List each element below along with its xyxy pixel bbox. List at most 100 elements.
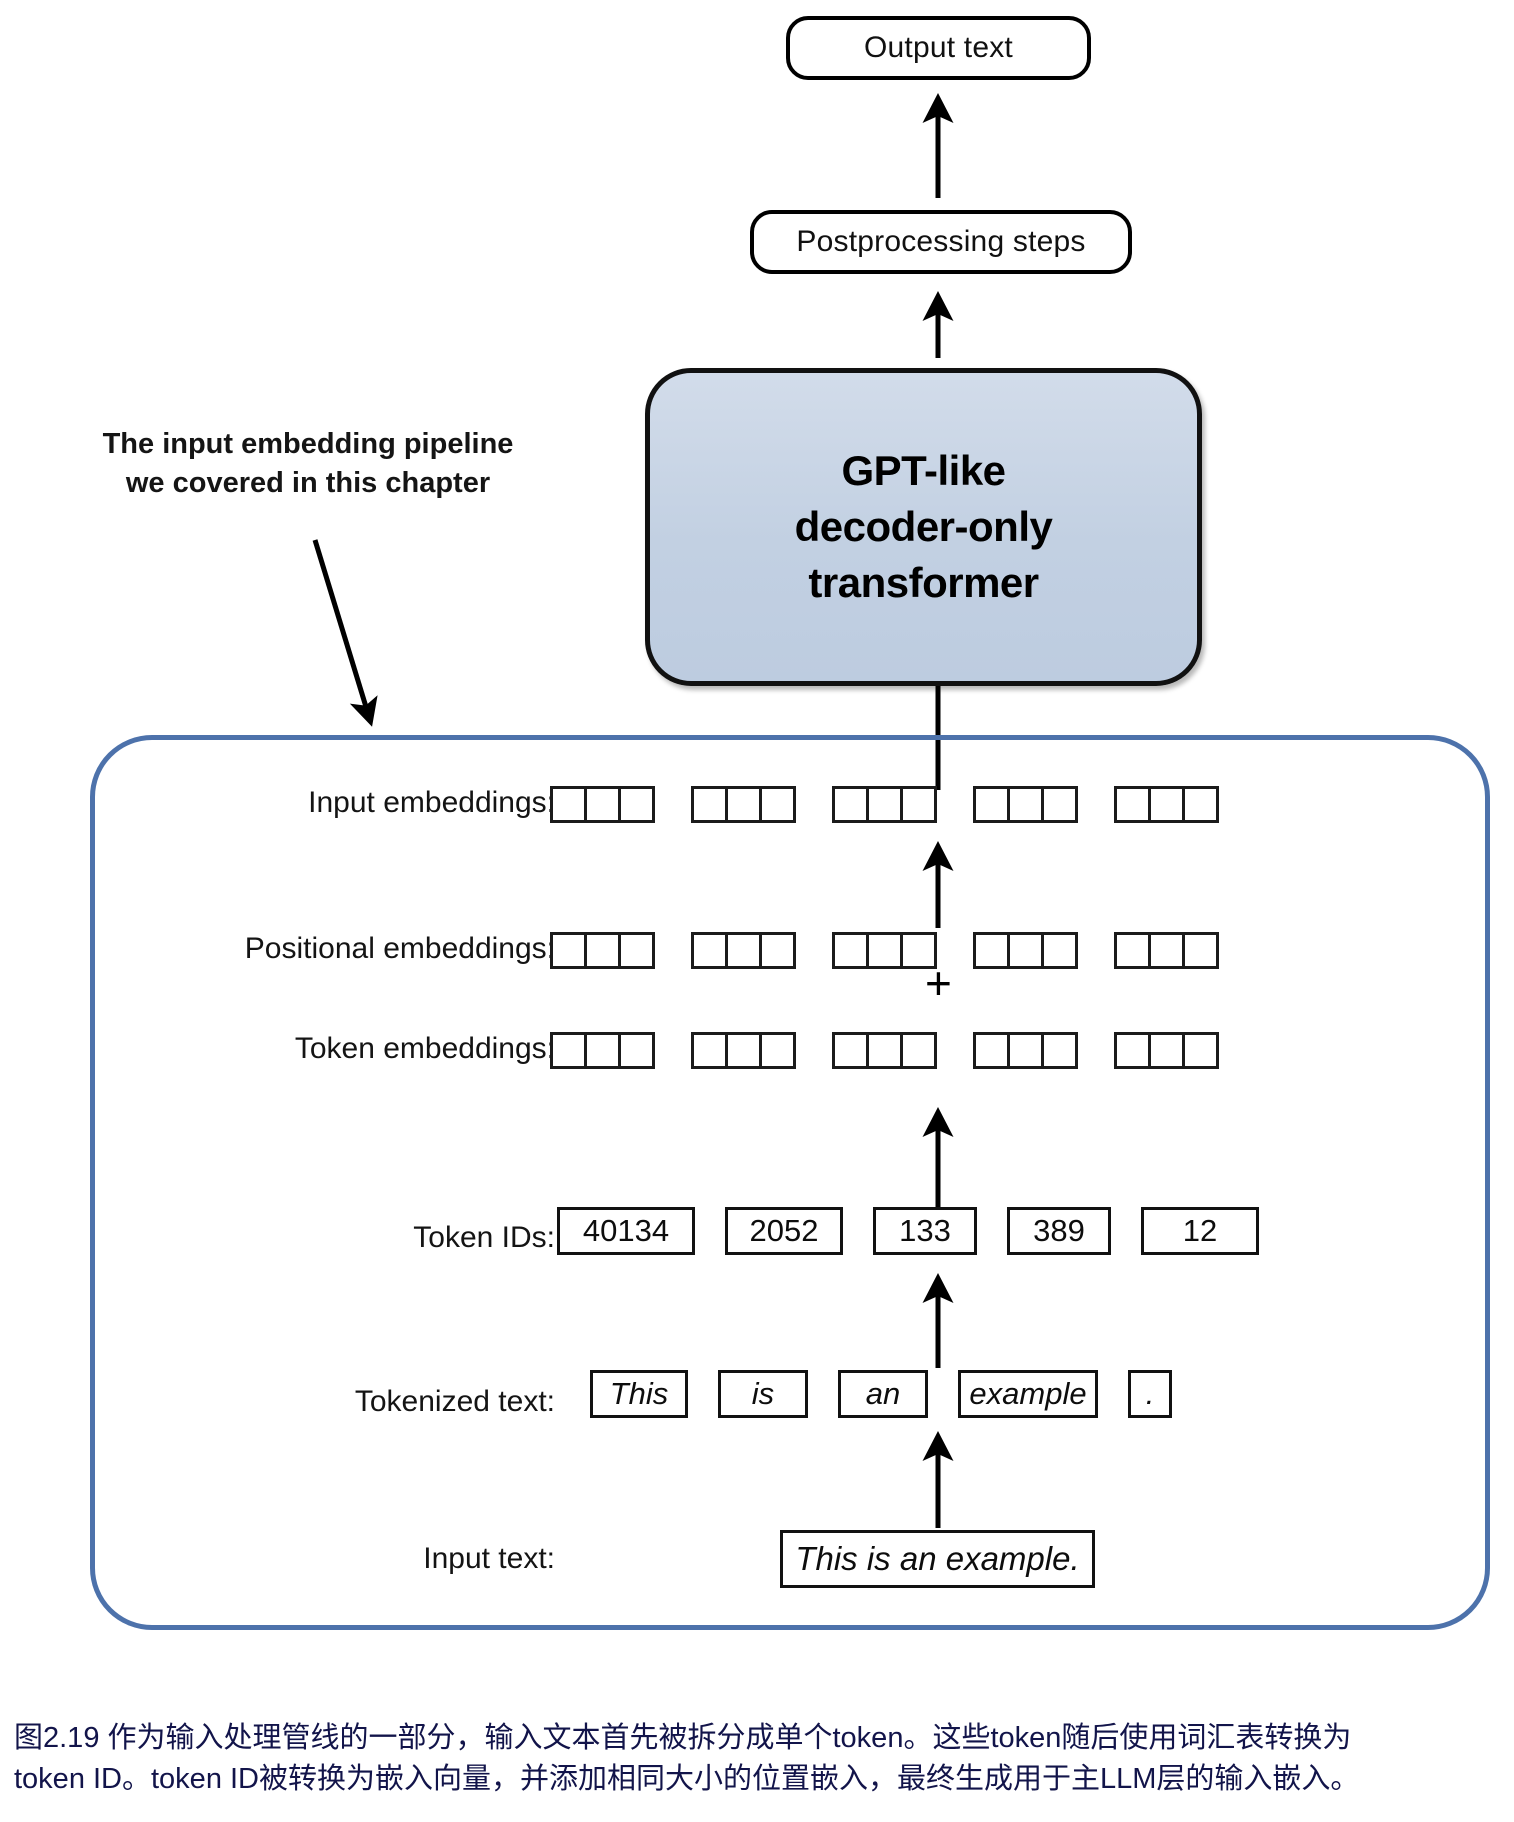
embedding-group [550, 786, 655, 823]
embedding-cell [1114, 932, 1151, 969]
embedding-group [550, 932, 655, 969]
embedding-cell [832, 786, 869, 823]
embedding-group [691, 786, 796, 823]
annotation-callout: The input embedding pipeline we covered … [93, 425, 523, 502]
embedding-group [973, 932, 1078, 969]
embedding-group [832, 786, 937, 823]
gpt-line-1: GPT-like [841, 447, 1006, 495]
tokenized-text-box: example [958, 1370, 1098, 1418]
caption-line-1: 图2.19 作为输入处理管线的一部分，输入文本首先被拆分成单个token。这些t… [14, 1722, 1352, 1754]
annotation-line-1: The input embedding pipeline [102, 428, 514, 460]
embedding-cell [759, 1032, 796, 1069]
embedding-cell [1148, 1032, 1185, 1069]
embedding-cell [866, 1032, 903, 1069]
tokenized-text-box: This [590, 1370, 688, 1418]
tokenized-text-box: . [1128, 1370, 1172, 1418]
embedding-cell [618, 1032, 655, 1069]
embedding-cell [759, 786, 796, 823]
input-embedding-pipeline-container [90, 735, 1490, 1630]
embedding-cell [1182, 932, 1219, 969]
embedding-cell [584, 786, 621, 823]
input-text-label: Input text: [423, 1542, 555, 1575]
embedding-cell [1007, 786, 1044, 823]
embedding-cell [1007, 1032, 1044, 1069]
embedding-group [691, 1032, 796, 1069]
token-id-box: 12 [1141, 1207, 1259, 1255]
embedding-cell [1148, 786, 1185, 823]
embedding-cell [691, 786, 728, 823]
embedding-cell [1114, 1032, 1151, 1069]
embedding-cell [900, 786, 937, 823]
embedding-cell [1148, 932, 1185, 969]
gpt-line-2: decoder-only [794, 503, 1053, 551]
input-embeddings-label: Input embeddings: [308, 786, 555, 819]
embedding-group [832, 932, 937, 969]
positional-embeddings-label: Positional embeddings: [244, 932, 555, 965]
embedding-cell [550, 932, 587, 969]
embedding-group [973, 786, 1078, 823]
arrow-annotation-pointer [312, 539, 378, 727]
tokenized-text-box: an [838, 1370, 928, 1418]
embedding-cell [832, 1032, 869, 1069]
embedding-cell [618, 932, 655, 969]
embedding-cell [866, 932, 903, 969]
gpt-transformer-label: GPT-like decoder-only transformer [795, 443, 1053, 611]
token-id-box: 2052 [725, 1207, 843, 1255]
embedding-group [1114, 932, 1219, 969]
annotation-line-2: we covered in this chapter [125, 466, 491, 499]
output-text-box: Output text [786, 16, 1091, 80]
token-id-box: 133 [873, 1207, 977, 1255]
postprocessing-steps-box: Postprocessing steps [750, 210, 1132, 274]
output-text-label: Output text [864, 31, 1013, 64]
embedding-cell [1182, 786, 1219, 823]
token-ids-label: Token IDs: [413, 1221, 555, 1254]
figure-caption: 图2.19 作为输入处理管线的一部分，输入文本首先被拆分成单个token。这些t… [14, 1718, 1506, 1800]
embedding-cell [1114, 786, 1151, 823]
embedding-cell [973, 786, 1010, 823]
gpt-line-3: transformer [808, 558, 1039, 606]
gpt-transformer-block: GPT-like decoder-only transformer [645, 368, 1202, 686]
embedding-cell [550, 1032, 587, 1069]
embedding-group [1114, 786, 1219, 823]
input-text-box: This is an example. [780, 1530, 1095, 1588]
tokenized-text-box: is [718, 1370, 808, 1418]
embedding-cell [725, 932, 762, 969]
token-embeddings-label: Token embeddings: [294, 1032, 555, 1065]
postprocessing-steps-label: Postprocessing steps [796, 225, 1086, 258]
embedding-cell [1041, 932, 1078, 969]
embedding-cell [1182, 1032, 1219, 1069]
embedding-cell [584, 932, 621, 969]
token-embeddings-cells [550, 1032, 1219, 1069]
plus-operator: + [925, 957, 952, 1009]
tokenized-text-label: Tokenized text: [354, 1385, 555, 1418]
embedding-cell [1041, 786, 1078, 823]
embedding-group [1114, 1032, 1219, 1069]
embedding-cell [832, 932, 869, 969]
embedding-cell [691, 932, 728, 969]
embedding-group [832, 1032, 937, 1069]
embedding-cell [900, 1032, 937, 1069]
embedding-cell [759, 932, 796, 969]
token-id-box: 40134 [557, 1207, 695, 1255]
positional-embeddings-cells [550, 932, 1219, 969]
token-ids-boxes: 40134 2052 133 389 12 [557, 1207, 1259, 1255]
token-id-box: 389 [1007, 1207, 1111, 1255]
embedding-cell [973, 932, 1010, 969]
embedding-cell [973, 1032, 1010, 1069]
embedding-cell [866, 786, 903, 823]
embedding-cell [691, 1032, 728, 1069]
caption-line-2: token ID。token ID被转换为嵌入向量，并添加相同大小的位置嵌入，最… [14, 1763, 1360, 1796]
embedding-group [691, 932, 796, 969]
embedding-cell [1007, 932, 1044, 969]
embedding-cell [900, 932, 937, 969]
embedding-cell [725, 786, 762, 823]
embedding-cell [550, 786, 587, 823]
input-embeddings-cells [550, 786, 1219, 823]
embedding-cell [618, 786, 655, 823]
embedding-cell [584, 1032, 621, 1069]
embedding-group [550, 1032, 655, 1069]
embedding-cell [1041, 1032, 1078, 1069]
embedding-group [973, 1032, 1078, 1069]
